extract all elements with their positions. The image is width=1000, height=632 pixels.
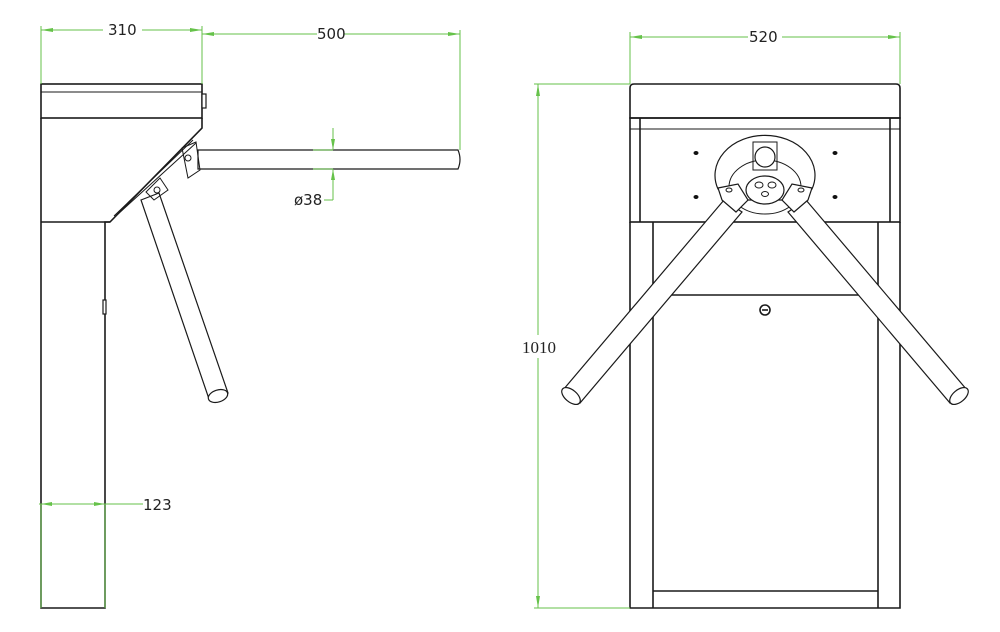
side-horizontal-arm bbox=[181, 141, 461, 179]
dim-310-label: 310 bbox=[108, 21, 137, 39]
dim-310: 310 bbox=[40, 21, 203, 84]
dim-123-label: 123 bbox=[143, 496, 172, 514]
dim-1010-label: 1010 bbox=[522, 338, 556, 357]
side-angled-arm bbox=[140, 177, 229, 404]
dim-diameter: ø38 bbox=[294, 128, 335, 209]
side-indicator bbox=[201, 93, 207, 109]
dim-123: 123 bbox=[39, 496, 172, 608]
side-body bbox=[40, 118, 203, 609]
front-view: 520 1010 bbox=[522, 28, 969, 609]
dim-500: 500 bbox=[202, 25, 461, 150]
dim-diameter-label: ø38 bbox=[294, 191, 322, 209]
dim-500-label: 500 bbox=[317, 25, 346, 43]
dim-1010: 1010 bbox=[522, 83, 630, 609]
mount-holes bbox=[693, 151, 838, 199]
front-top-cover bbox=[629, 83, 901, 119]
front-left-arm bbox=[561, 199, 743, 406]
lock-icon bbox=[759, 304, 771, 316]
dim-520-label: 520 bbox=[749, 28, 778, 46]
front-upper-body bbox=[629, 117, 901, 223]
side-top-cover bbox=[40, 83, 203, 119]
side-view: 310 500 ø38 123 bbox=[39, 21, 461, 609]
rotor-hub bbox=[714, 134, 816, 215]
front-frame bbox=[629, 222, 901, 609]
dim-520: 520 bbox=[629, 28, 901, 84]
front-right-arm bbox=[787, 199, 969, 406]
